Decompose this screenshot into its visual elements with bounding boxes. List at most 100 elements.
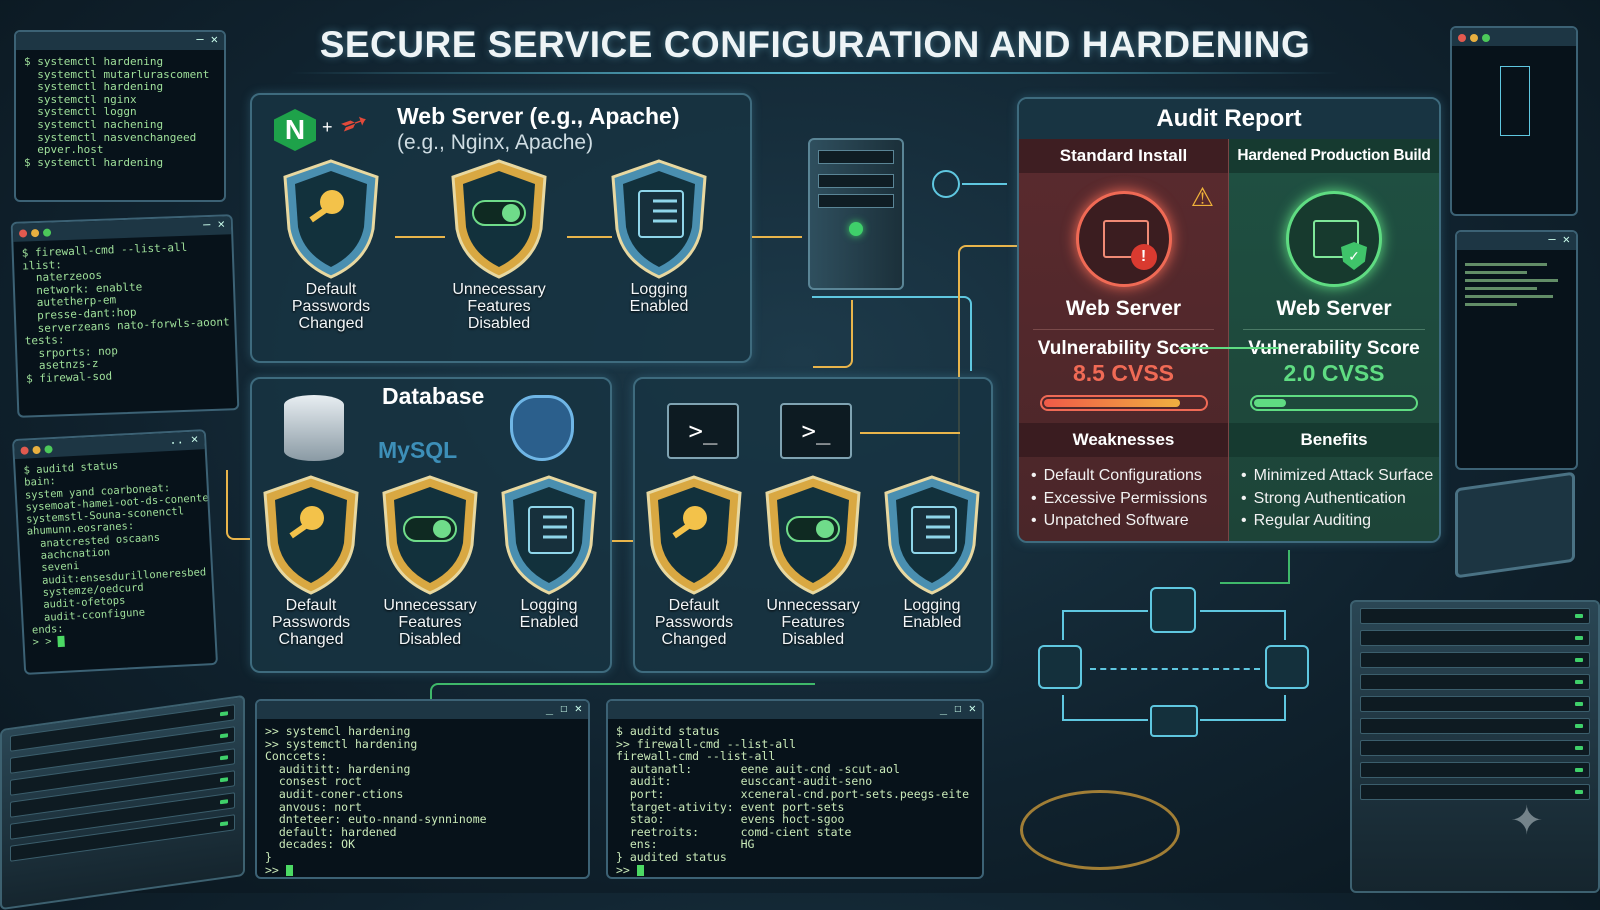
- shield-toggle: Unnecessary Features Disabled: [756, 473, 870, 648]
- sparkle-icon: ✦: [1510, 799, 1544, 843]
- apache-feather-icon: ➶: [333, 99, 376, 147]
- shield-toggle: Unnecessary Features Disabled: [442, 157, 556, 332]
- window-controls-icon[interactable]: _ ☐ ✕: [545, 701, 582, 715]
- network-schematic-window: [1450, 26, 1578, 216]
- network-node-icon: [932, 170, 960, 198]
- traffic-lights-icon: [1458, 33, 1494, 46]
- traffic-lights-icon: [20, 444, 57, 458]
- terminal-output: $ auditd status bain: system yand coarbo…: [15, 449, 215, 655]
- connector: [1200, 695, 1286, 721]
- shield-label: Logging Enabled: [519, 597, 579, 631]
- shield-label: Logging Enabled: [902, 597, 962, 631]
- benefits-list: Minimized Attack SurfaceStrong Authentic…: [1229, 457, 1439, 541]
- web-server-subtitle: (e.g., Nginx, Apache): [397, 131, 594, 154]
- shield-key: Default Passwords Changed: [274, 157, 388, 332]
- window-controls-icon[interactable]: .. ✕: [168, 431, 199, 447]
- plus-sign: +: [322, 117, 333, 137]
- toggle-shield-icon: [373, 473, 487, 597]
- cursor: [636, 864, 644, 876]
- code-window: – ✕: [1455, 230, 1578, 470]
- shield-key: Default Passwords Changed: [254, 473, 368, 648]
- connector: [1200, 610, 1286, 640]
- terminal-audit-status[interactable]: _ ☐ ✕ $ auditd status >> firewall-cmd --…: [606, 699, 984, 879]
- list-item: Strong Authentication: [1241, 488, 1427, 511]
- window-controls-icon[interactable]: – ✕: [202, 216, 226, 232]
- weaknesses-list: Default ConfigurationsExcessive Permissi…: [1019, 457, 1228, 541]
- web-server-title: Web Server (e.g., Apache): [397, 103, 680, 129]
- web-server-panel: N + ➶ Web Server (e.g., Apache) (e.g., N…: [250, 93, 752, 363]
- window-controls-icon: – ✕: [1548, 232, 1570, 246]
- database-title: Database: [382, 383, 485, 409]
- score-meter: [1250, 395, 1418, 411]
- list-item: Minimized Attack Surface: [1241, 465, 1434, 488]
- terminal-output: $ systemctl hardening systemctl mutarlur…: [24, 55, 210, 169]
- shield-key: Default Passwords Changed: [637, 473, 751, 648]
- shield-label: Default Passwords Changed: [271, 597, 351, 648]
- list-item: Regular Auditing: [1241, 510, 1427, 533]
- terminal-prompt-icon: >_: [667, 403, 739, 459]
- standard-install-column: Standard Install ⚠ ! Web Server Vulnerab…: [1019, 139, 1229, 541]
- hardened-build-column: Hardened Production Build ✓ Web Server V…: [1229, 139, 1439, 541]
- log-shield-icon: [875, 473, 989, 597]
- terminal-output: $ auditd status >> firewall-cmd --list-a…: [608, 719, 982, 877]
- connector: [812, 296, 972, 371]
- column-header: Standard Install: [1019, 139, 1228, 173]
- terminal-auditd[interactable]: .. ✕ $ auditd status bain: system yand c…: [11, 429, 219, 675]
- key-shield-icon: [637, 473, 751, 597]
- score-meter: [1039, 395, 1208, 411]
- shield-label: Logging Enabled: [629, 281, 689, 315]
- web-server-shield-check-icon: ✓: [1286, 191, 1382, 287]
- list-item: Excessive Permissions: [1031, 488, 1216, 511]
- database-icon: [284, 395, 344, 461]
- key-shield-icon: [254, 473, 368, 597]
- weaknesses-heading: Weaknesses: [1019, 423, 1228, 457]
- column-header: Hardened Production Build: [1229, 139, 1439, 173]
- arrow-to-hardened: [1179, 347, 1279, 349]
- postgresql-elephant-icon: [510, 395, 574, 461]
- shield-label: Unnecessary Features Disabled: [766, 597, 860, 648]
- nginx-logo: N: [274, 109, 316, 151]
- terminal-output: >> systemcl hardening >> systemctl harde…: [257, 719, 588, 877]
- network-cables-icon: [1020, 790, 1180, 870]
- log-shield-icon: [492, 473, 606, 597]
- vulnerability-score: 2.0 CVSS: [1283, 360, 1385, 386]
- connector: [430, 683, 815, 699]
- shield-label: Default Passwords Changed: [654, 597, 734, 648]
- score-label: Vulnerability Score: [1248, 338, 1420, 359]
- page-title: SECURE SERVICE CONFIGURATION AND HARDENI…: [319, 24, 1311, 65]
- bug-node-icon: [1265, 645, 1309, 689]
- terminal-text: >> systemcl hardening >> systemctl harde…: [265, 724, 487, 877]
- arrow: [962, 183, 1007, 185]
- title-underline: [290, 72, 1340, 74]
- log-shield-icon: [602, 157, 716, 281]
- toggle-shield-icon: [756, 473, 870, 597]
- server-tower-icon: [808, 138, 904, 290]
- arrow: [860, 432, 960, 434]
- dashed-link: [1090, 668, 1260, 670]
- window-controls-icon[interactable]: – ✕: [196, 32, 218, 46]
- traffic-lights-icon: [18, 227, 55, 241]
- terminal-output: $ firewall-cmd --list-all ılist: naterze…: [21, 240, 230, 386]
- cursor: [57, 635, 66, 647]
- arrow: [752, 236, 802, 238]
- terminal-systemctl[interactable]: – ✕ $ systemctl hardening systemctl muta…: [14, 30, 226, 202]
- mysql-logo: MySQL: [378, 437, 458, 463]
- warning-icon: ⚠: [1190, 182, 1214, 212]
- monitor-node-icon: [1150, 705, 1198, 737]
- terminal-firewall[interactable]: – ✕ $ firewall-cmd --list-all ılist: nat…: [10, 214, 240, 418]
- database-node-icon: [1038, 645, 1082, 689]
- shield-toggle: Unnecessary Features Disabled: [373, 473, 487, 648]
- benefits-heading: Benefits: [1229, 423, 1439, 457]
- shield-log: Logging Enabled: [492, 473, 606, 631]
- connector: [813, 300, 853, 368]
- window-controls-icon[interactable]: _ ☐ ✕: [939, 701, 976, 715]
- terminal-hardening[interactable]: _ ☐ ✕ >> systemcl hardening >> systemctl…: [255, 699, 590, 879]
- audit-report-panel: Audit Report Standard Install ⚠ ! Web Se…: [1017, 97, 1441, 543]
- connector: [226, 470, 250, 540]
- web-server-alert-icon: !: [1075, 191, 1172, 287]
- toggle-shield-icon: [442, 157, 556, 281]
- shield-node-icon: [1150, 587, 1196, 633]
- server-name: Web Server: [1276, 297, 1392, 320]
- shield-label: Unnecessary Features Disabled: [383, 597, 477, 648]
